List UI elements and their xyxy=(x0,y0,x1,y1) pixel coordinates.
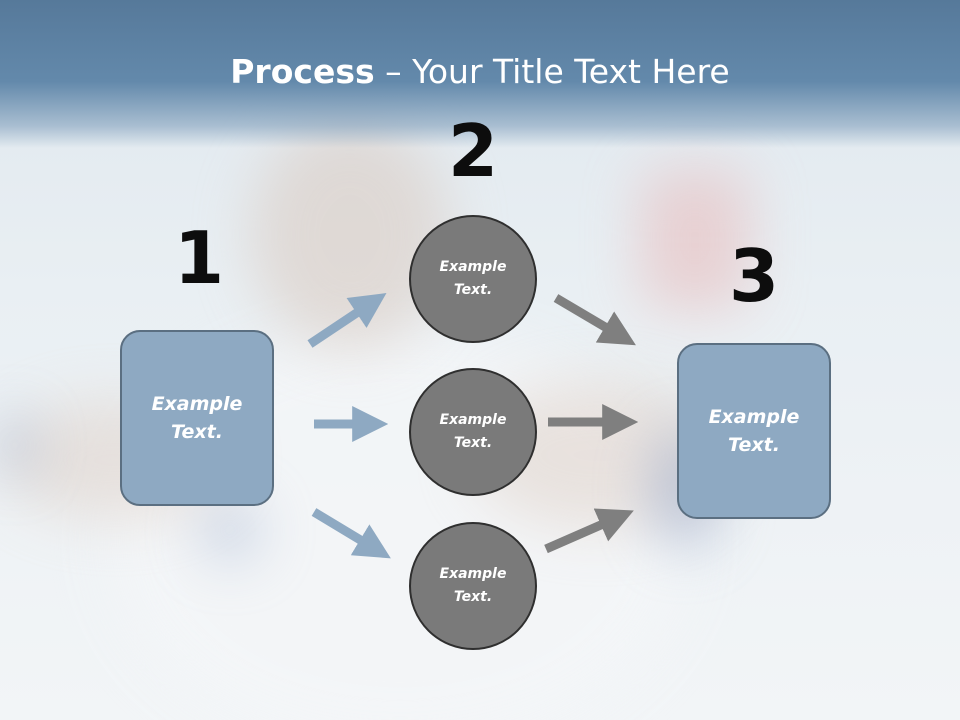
background-photo-red-object xyxy=(640,170,750,310)
step-number-1: 1 xyxy=(173,216,225,300)
title-bold: Process xyxy=(230,52,375,91)
arrow-circle3-to-box3 xyxy=(544,508,634,554)
circle-top-text: Example Text. xyxy=(439,258,507,298)
step1-box: Example Text. xyxy=(120,330,274,506)
step1-box-text: Example Text. xyxy=(151,392,243,444)
slide-title: Process – Your Title Text Here xyxy=(0,52,960,91)
circle-middle-text: Example Text. xyxy=(439,411,507,451)
step3-box-text: Example Text. xyxy=(708,405,800,457)
step2-circle-top: Example Text. xyxy=(409,215,537,343)
arrow-box1-to-circle1 xyxy=(307,293,387,348)
step-number-2: 2 xyxy=(447,109,499,193)
background-photo-dumbbell-left xyxy=(0,415,30,475)
step3-box: Example Text. xyxy=(677,343,831,519)
circle-bottom-text: Example Text. xyxy=(439,565,507,605)
step2-circle-middle: Example Text. xyxy=(409,368,537,496)
arrow-circle1-to-box3 xyxy=(553,294,636,346)
title-bar xyxy=(0,0,960,148)
step2-circle-bottom: Example Text. xyxy=(409,522,537,650)
step-number-3: 3 xyxy=(728,234,780,318)
arrow-box1-to-circle3 xyxy=(311,508,391,559)
title-rest: – Your Title Text Here xyxy=(374,52,730,91)
background-photo-dumbbell-center xyxy=(200,500,260,560)
